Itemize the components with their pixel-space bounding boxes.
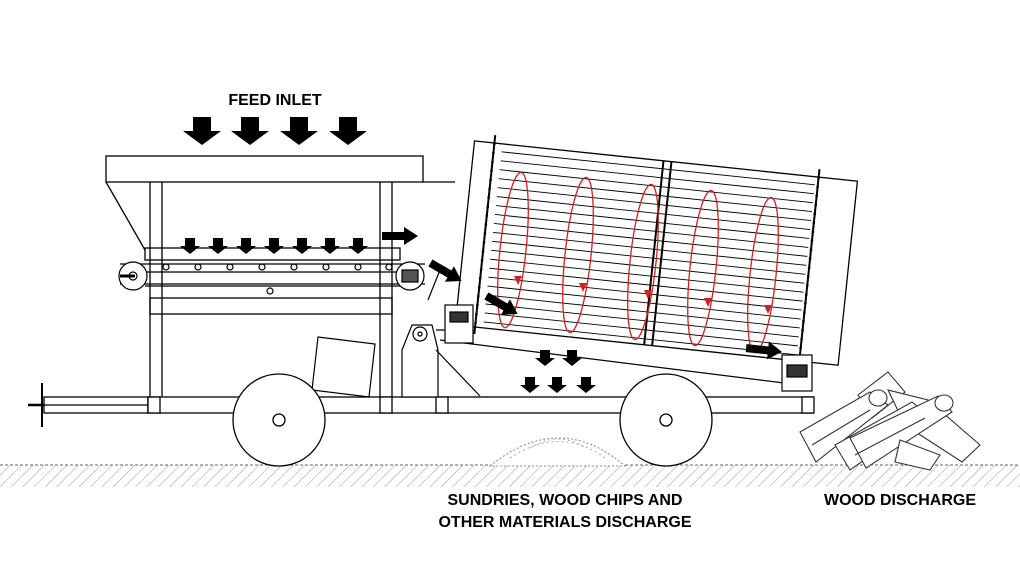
feed-inlet-arrows <box>183 117 367 145</box>
down-arrow-icon <box>208 238 228 254</box>
down-arrow-icon <box>329 117 367 145</box>
sundries-discharge-label: SUNDRIES, WOOD CHIPS AND OTHER MATERIALS… <box>400 490 730 534</box>
down-arrow-icon <box>292 238 312 254</box>
down-arrow-icon <box>280 117 318 145</box>
down-arrow-icon <box>183 117 221 145</box>
trailer-chassis <box>28 373 815 467</box>
down-arrow-icon <box>520 377 540 393</box>
ground <box>0 464 1020 487</box>
down-arrow-icon <box>348 238 368 254</box>
wood-discharge-label: WOOD DISCHARGE <box>824 492 976 509</box>
feed-hopper <box>105 155 455 412</box>
drum-support <box>401 269 801 398</box>
right-arrow-icon <box>382 227 418 245</box>
conveyor-arrows <box>180 227 418 254</box>
sundries-label-line-2: OTHER MATERIALS DISCHARGE <box>438 514 692 531</box>
down-arrow-icon <box>231 117 269 145</box>
down-arrow-icon <box>236 238 256 254</box>
down-arrow-icon <box>180 238 200 254</box>
feed-inlet-label: FEED INLET <box>228 92 322 109</box>
feed-conveyor <box>118 261 425 295</box>
down-arrow-icon <box>576 377 596 393</box>
control-box <box>311 336 376 398</box>
down-arrow-icon <box>562 350 582 366</box>
down-arrow-icon <box>264 238 284 254</box>
sundries-label-line-1: SUNDRIES, WOOD CHIPS AND <box>447 492 683 509</box>
drum-bearings <box>444 304 813 392</box>
chip-pile-icon <box>488 437 627 467</box>
wood-log-icon <box>799 371 981 471</box>
down-arrow-icon <box>320 238 340 254</box>
down-arrow-icon <box>547 377 567 393</box>
